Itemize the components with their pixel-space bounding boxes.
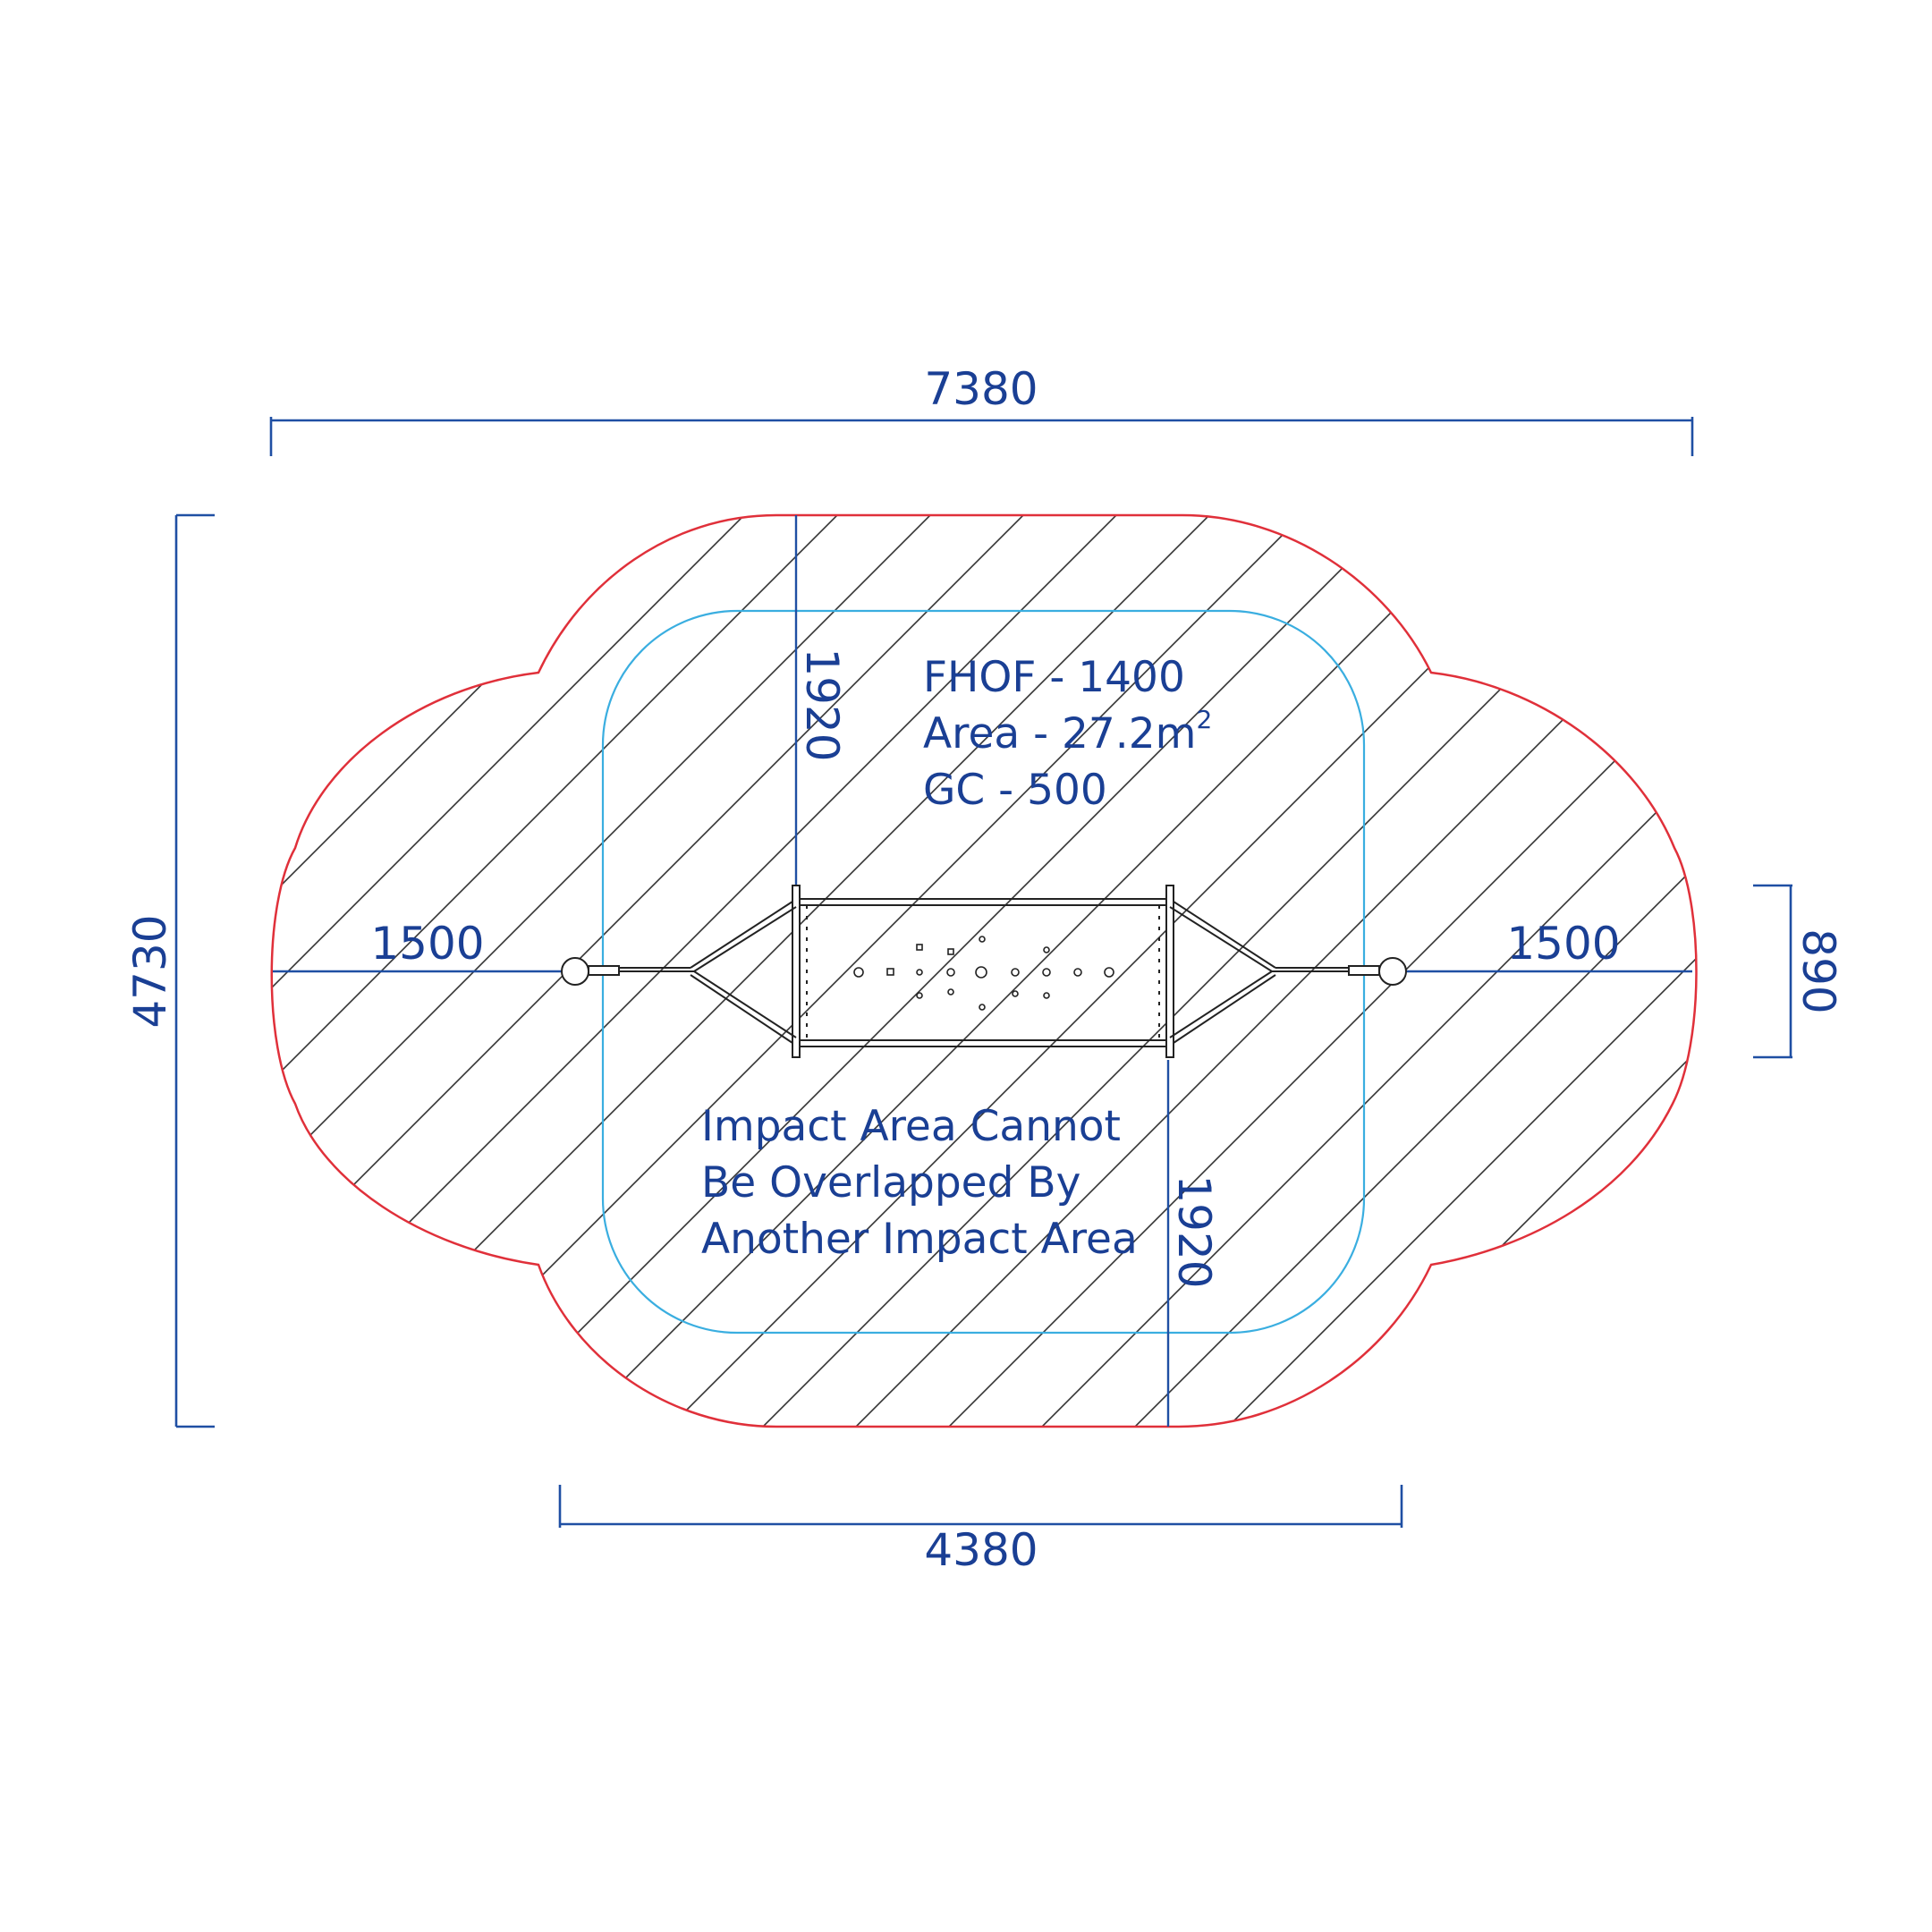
hatch-line <box>865 515 1697 1427</box>
hatch-line <box>1703 358 1932 1789</box>
hatch-line <box>772 515 1697 1427</box>
impact-note-line-2: Be Overlapped By <box>701 1158 1080 1208</box>
hatch-line <box>1144 515 1697 1427</box>
impact-note-line-1: Impact Area Cannot <box>701 1102 1121 1151</box>
hatch-line <box>271 515 996 1427</box>
top-clearance-label: 1920 <box>796 648 848 761</box>
overall-width-label: 7380 <box>924 363 1038 415</box>
hatch-line <box>271 515 1461 1427</box>
impact-area-outline <box>270 513 1698 1428</box>
hatch-line <box>271 515 1554 1427</box>
hatch-line <box>679 515 1697 1427</box>
impact-note-line-3: Another Impact Area <box>701 1215 1138 1264</box>
hatch-line <box>493 515 1697 1427</box>
overall-depth-label: 4730 <box>124 914 176 1028</box>
fhof-note: FHOF - 1400 <box>923 653 1185 702</box>
right-clearance-label: 1500 <box>1506 918 1620 970</box>
hatch-line <box>1330 515 1697 1427</box>
hatch-line <box>271 515 1182 1427</box>
hatch-line <box>271 515 1275 1427</box>
hatch-line <box>271 515 902 1427</box>
hatch-line <box>271 515 1089 1427</box>
hatch-line <box>271 515 716 1427</box>
net-bridge-equipment <box>561 885 1407 1058</box>
hatch-line <box>586 515 1697 1427</box>
area-note: Area - 27.2m2 <box>923 705 1212 758</box>
bottom-width-label: 4380 <box>924 1524 1038 1576</box>
clearance-lines <box>273 515 1692 1427</box>
hatch-line <box>1796 358 1932 1789</box>
hatch-line <box>1516 515 1697 1427</box>
hatch-line <box>958 515 1697 1427</box>
bottom-clearance-label: 1920 <box>1168 1174 1220 1288</box>
hatch-line <box>271 515 1368 1427</box>
hatch-line <box>1889 358 1932 1789</box>
area-note-superscript: 2 <box>1196 705 1212 734</box>
hatch-line <box>1237 515 1697 1427</box>
left-clearance-label: 1500 <box>370 918 484 970</box>
hatch-line <box>1609 515 1697 1427</box>
hatch-line <box>1423 515 1697 1427</box>
area-note-text: Area - 27.2m <box>923 709 1196 758</box>
gc-note: GC - 500 <box>923 766 1107 815</box>
hatch-line <box>1051 515 1697 1427</box>
dimension-lines <box>174 417 1792 1528</box>
info-notes: FHOF - 1400 Area - 27.2m2 GC - 500 Impac… <box>701 653 1212 1264</box>
right-height-label: 890 <box>1792 928 1844 1013</box>
